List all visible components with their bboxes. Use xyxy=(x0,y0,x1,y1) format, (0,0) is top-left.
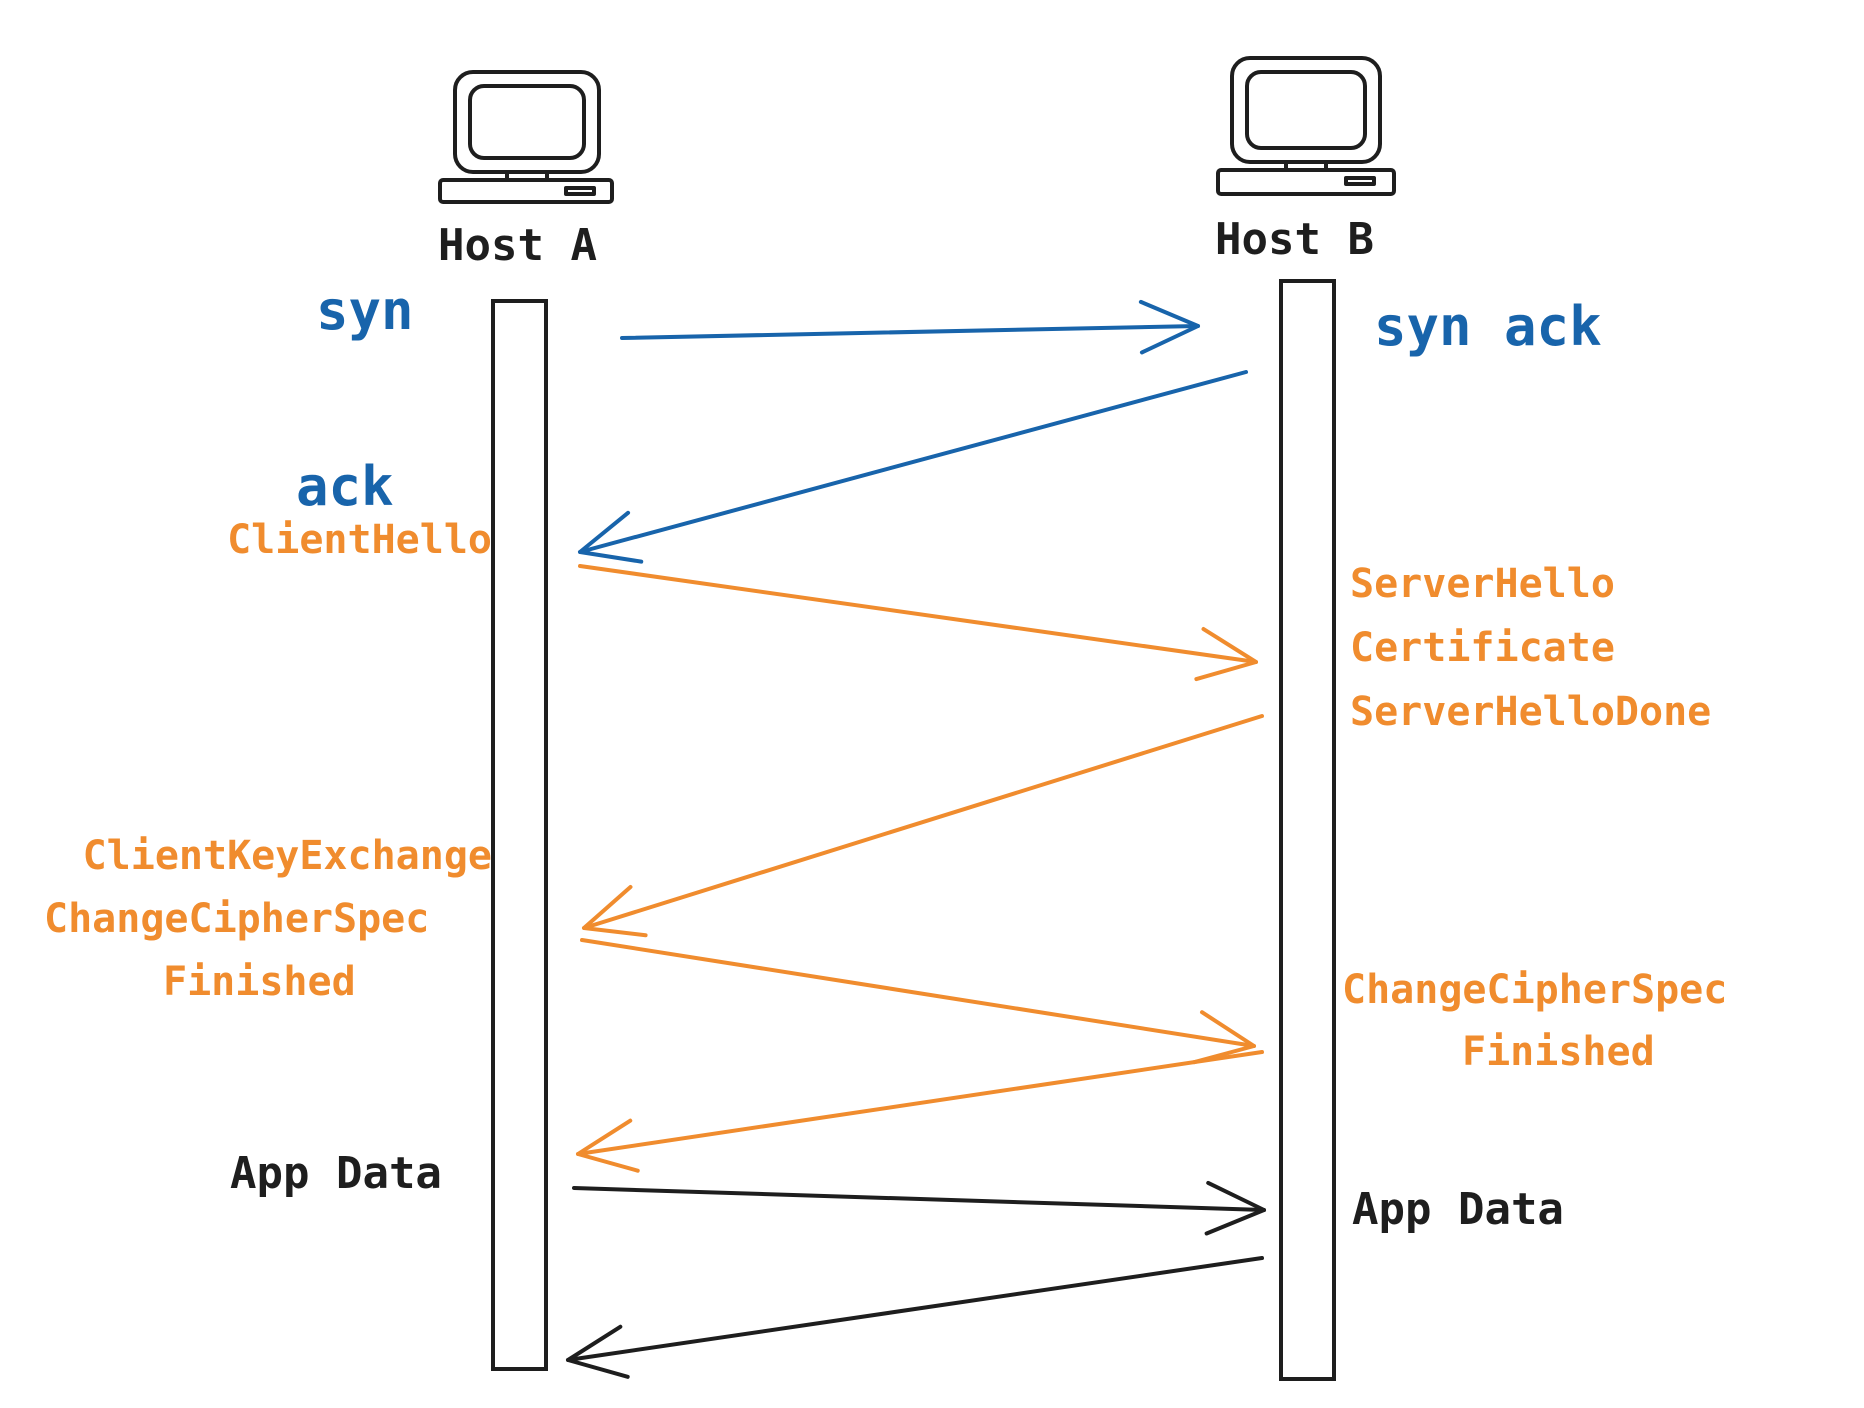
finished-a-label: Finished xyxy=(163,959,356,1005)
client-hello-arrow xyxy=(578,564,1258,682)
server-hello-label: ServerHello xyxy=(1350,561,1615,607)
host-a-lifeline xyxy=(491,299,548,1371)
client-key-exchange-label: ClientKeyExchange xyxy=(82,833,492,879)
syn-ack-arrow xyxy=(578,370,1248,564)
server-finished-arrow xyxy=(576,1050,1264,1173)
syn-arrow xyxy=(620,299,1200,355)
app-data-b-label: App Data xyxy=(1352,1184,1564,1235)
server-hello-arrow xyxy=(582,714,1264,938)
host-b-lifeline xyxy=(1279,279,1336,1381)
host-b-label: Host B xyxy=(1215,214,1374,265)
host-a-computer-icon xyxy=(438,70,614,204)
change-cipher-spec-b-label: ChangeCipherSpec xyxy=(1342,967,1728,1013)
change-cipher-spec-a-label: ChangeCipherSpec xyxy=(44,896,430,942)
client-hello-label: ClientHello xyxy=(227,517,492,563)
client-finished-arrow xyxy=(580,938,1256,1065)
ack-label: ack xyxy=(296,455,394,518)
certificate-label: Certificate xyxy=(1350,625,1615,671)
syn-label: syn xyxy=(316,279,414,342)
server-hello-done-label: ServerHelloDone xyxy=(1350,689,1712,735)
finished-b-label: Finished xyxy=(1462,1029,1655,1075)
host-b-computer-icon xyxy=(1216,56,1396,196)
host-a-label: Host A xyxy=(438,220,597,271)
app-data-a-label: App Data xyxy=(230,1148,442,1199)
app-data-response-arrow xyxy=(566,1256,1264,1379)
syn-ack-label: syn ack xyxy=(1374,295,1602,358)
app-data-request-arrow xyxy=(572,1180,1266,1236)
